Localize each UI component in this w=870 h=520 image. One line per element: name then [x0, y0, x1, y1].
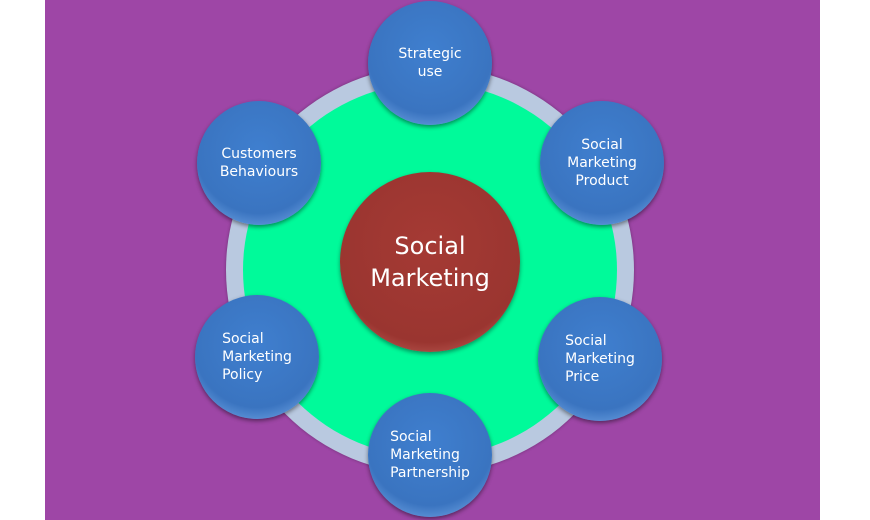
node-social-marketing-policy: Social Marketing Policy: [195, 295, 319, 419]
node-label: Customers Behaviours: [219, 146, 299, 180]
node-label: Social Marketing Partnership: [390, 429, 470, 481]
node-label: Social Marketing Price: [565, 333, 635, 385]
node-strategic-use: Strategic use: [368, 1, 492, 125]
center-node-social-marketing: Social Marketing: [340, 172, 520, 352]
node-label: Social Marketing Policy: [222, 331, 292, 383]
node-label: Social Marketing Product: [567, 137, 637, 189]
node-social-marketing-price: Social Marketing Price: [538, 297, 662, 421]
node-social-marketing-product: Social Marketing Product: [540, 101, 664, 225]
node-label: Strategic use: [398, 46, 462, 80]
node-social-marketing-partnership: Social Marketing Partnership: [368, 393, 492, 517]
node-customers-behaviours: Customers Behaviours: [197, 101, 321, 225]
center-label: Social Marketing: [370, 232, 490, 292]
